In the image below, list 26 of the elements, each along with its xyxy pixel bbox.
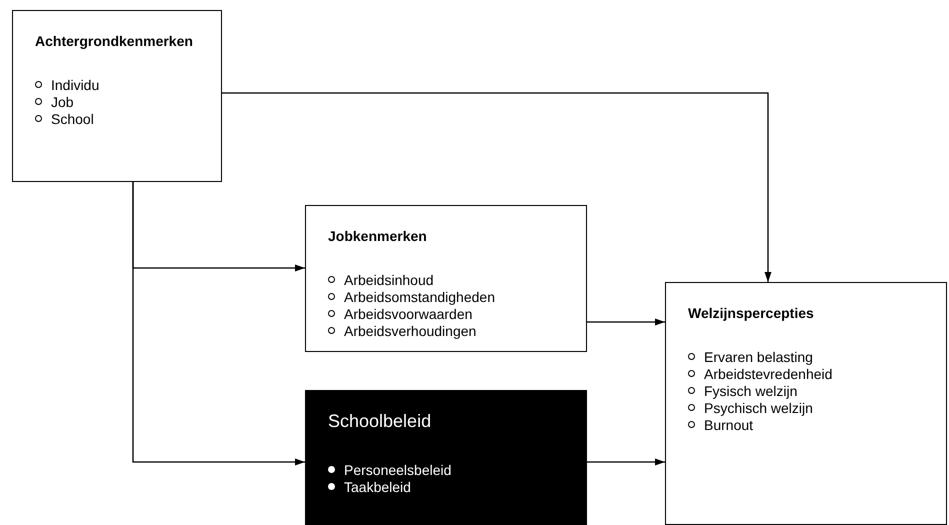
list-item: Personeelsbeleid: [328, 462, 452, 479]
box-heading: Jobkenmerken: [328, 228, 427, 244]
list-item: Fysisch welzijn: [688, 383, 798, 400]
arrow: [132, 182, 305, 466]
list-item: Arbeidsvoorwaarden: [328, 306, 472, 323]
list-item: Psychisch welzijn: [688, 400, 813, 417]
arrow: [587, 318, 665, 326]
list-item: Arbeidsomstandigheden: [328, 289, 495, 306]
arrow: [222, 92, 772, 282]
box-heading: Schoolbeleid: [328, 411, 432, 432]
process-box: [12, 10, 222, 182]
list-item: Individu: [35, 77, 100, 94]
list-item: Job: [35, 94, 74, 111]
list-item: School: [35, 111, 94, 128]
list-item: Arbeidstevredenheid: [688, 366, 832, 383]
box-heading: Welzijnspercepties: [688, 305, 814, 321]
list-item: Arbeidsverhoudingen: [328, 323, 476, 340]
box-heading: Achtergrondkenmerken: [35, 33, 193, 49]
highlighted-box: [305, 390, 587, 525]
arrow: [587, 458, 665, 466]
process-box: [665, 282, 947, 525]
list-item: Arbeidsinhoud: [328, 272, 434, 289]
list-item: Taakbeleid: [328, 479, 411, 496]
list-item: Ervaren belasting: [688, 349, 813, 366]
list-item: Burnout: [688, 417, 754, 434]
process-box: [305, 205, 587, 352]
